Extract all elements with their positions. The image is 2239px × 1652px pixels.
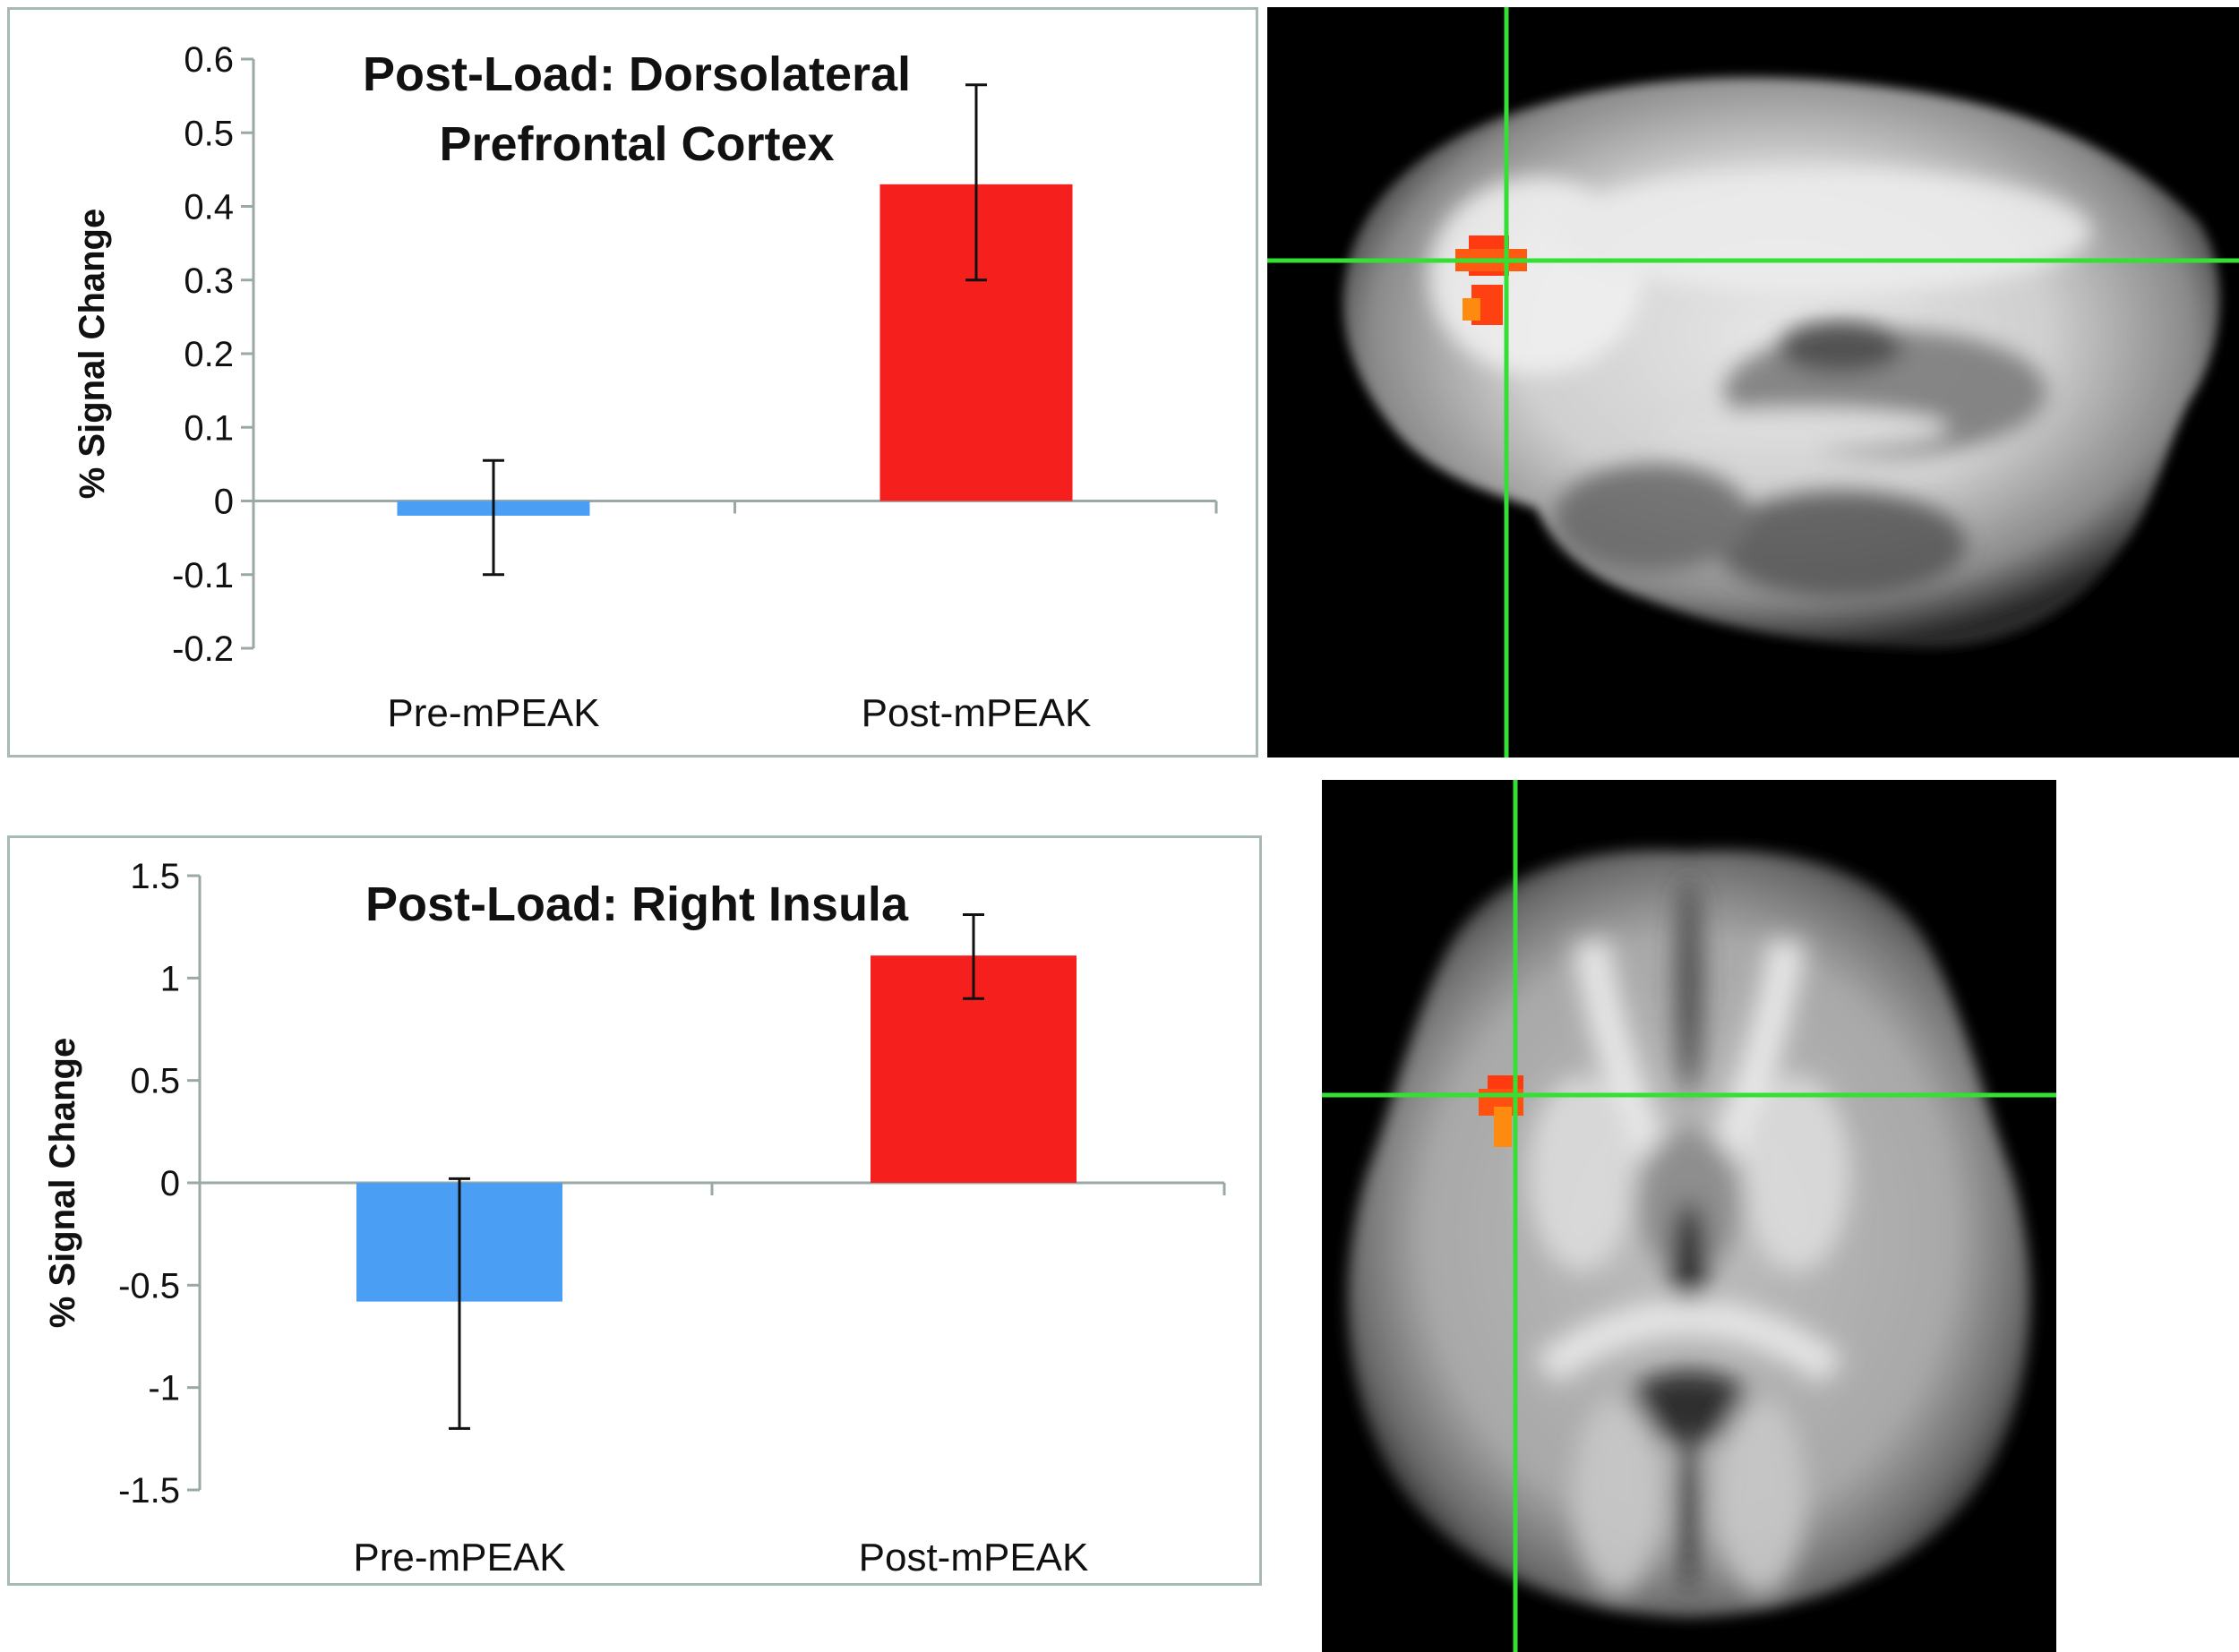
y-tick-label: 0.5	[130, 1062, 180, 1101]
axial-inner-structures	[1528, 878, 1850, 1595]
category-label: Post-mPEAK	[859, 1536, 1089, 1579]
error-bar	[483, 458, 504, 577]
sagittal-brain-image	[1267, 7, 2239, 758]
y-tick-label: 1.5	[130, 857, 180, 896]
y-axis-label: % Signal Change	[43, 1038, 82, 1329]
category-label: Pre-mPEAK	[387, 691, 599, 735]
y-tick-label: 0.5	[184, 114, 234, 153]
y-tick-label: 1	[160, 959, 180, 998]
y-tick-label: -0.2	[172, 629, 234, 669]
error-bar	[963, 912, 984, 1000]
y-tick-label: 0	[214, 483, 234, 522]
y-tick-label: 0.2	[184, 335, 234, 374]
error-bar	[449, 1177, 470, 1430]
y-tick-label: 0.4	[184, 188, 234, 227]
axial-crosshair	[1322, 780, 2056, 1652]
chart-title: Post-Load: Dorsolateral	[363, 47, 911, 101]
y-tick-label: -1.5	[118, 1471, 180, 1511]
y-axis-label: % Signal Change	[73, 209, 112, 500]
y-tick-label: 0	[160, 1164, 180, 1203]
chart-title: Post-Load: Right Insula	[365, 877, 909, 931]
y-tick-label: 0.6	[184, 40, 234, 80]
chart-title: Prefrontal Cortex	[439, 117, 834, 171]
y-tick-label: -1	[148, 1369, 180, 1408]
y-tick-label: -0.5	[118, 1266, 180, 1305]
sagittal-brain-svg	[1267, 7, 2239, 758]
error-bar	[965, 83, 987, 282]
axial-brain-image	[1322, 780, 2056, 1652]
y-tick-label: -0.1	[172, 556, 234, 595]
category-label: Post-mPEAK	[862, 691, 1092, 735]
y-tick-label: 0.3	[184, 261, 234, 301]
category-label: Pre-mPEAK	[353, 1536, 565, 1579]
y-tick-label: 0.1	[184, 408, 234, 448]
sagittal-crosshair	[1267, 7, 2239, 758]
axial-brain-svg	[1322, 780, 2056, 1652]
